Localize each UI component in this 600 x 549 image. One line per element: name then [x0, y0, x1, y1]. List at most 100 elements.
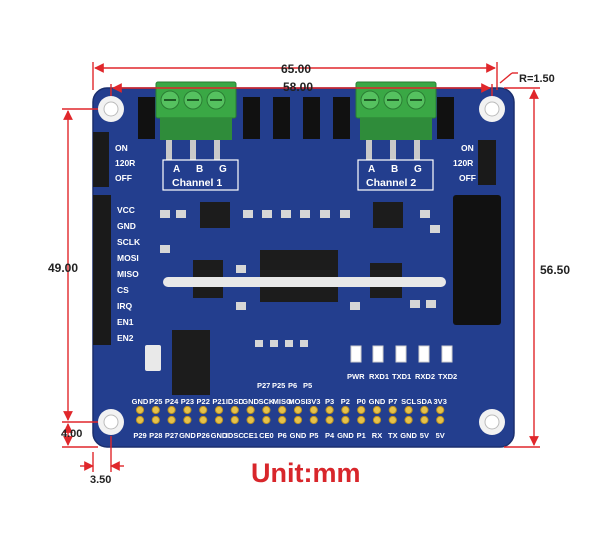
side-pin-label: SCLK: [117, 237, 141, 247]
header-pad: [325, 415, 334, 425]
header-top-label: P7: [388, 397, 397, 406]
header-bottom-label: 5V: [420, 431, 429, 440]
channel-2-label: Channel 2: [366, 177, 416, 189]
header-pad: [436, 405, 445, 415]
header-top-label: P3: [325, 397, 334, 406]
header-top-label: MISO: [273, 397, 292, 406]
led-label: PWR: [347, 372, 365, 381]
connector-right: [453, 195, 501, 325]
header-top-label: SDA: [416, 397, 432, 406]
dim-overall-width: 65.00: [281, 62, 311, 76]
header-pad: [404, 405, 413, 415]
header-bottom-label: 5V: [436, 431, 445, 440]
status-leds: [350, 345, 453, 363]
dimension-lines: [62, 62, 540, 472]
dim-hole-spacing-y: 49.00: [48, 261, 78, 275]
header-pad: [436, 415, 445, 425]
channel-2-silk: [357, 159, 434, 191]
middle-label: P27: [257, 381, 270, 390]
header-top-label: P0: [357, 397, 366, 406]
header-bottom-label: CE1: [243, 431, 258, 440]
header-top-label: P2: [341, 397, 350, 406]
header-top-label: P23: [181, 397, 194, 406]
header-top-label: P22: [197, 397, 210, 406]
header-top-label: P21: [212, 397, 225, 406]
middle-label: P5: [303, 381, 312, 390]
switch-left-mid: 120R: [115, 158, 135, 168]
middle-labels: P27 P25 P6 P5: [257, 381, 312, 390]
dim-corner-radius: R=1.50: [519, 73, 555, 85]
header-pad: [325, 405, 334, 415]
header-pad: [214, 405, 224, 415]
header-pad: [183, 405, 192, 415]
header-pad: [246, 415, 255, 425]
header-pad: [309, 405, 318, 415]
header-top-label: IDSD: [226, 397, 245, 406]
header-top-label: P24: [165, 397, 179, 406]
header-pad: [167, 405, 176, 415]
header-pad: [404, 415, 413, 425]
header-bottom-label: RX: [372, 431, 382, 440]
channel-1-a: A: [173, 164, 180, 175]
gpio-header-pads: [135, 405, 445, 425]
header-pad: [199, 415, 208, 425]
channel-1-label: Channel 1: [172, 177, 222, 189]
side-pin-label: GND: [117, 221, 136, 231]
channel-2-b: B: [391, 164, 398, 175]
header-top-label: GND: [242, 397, 259, 406]
header-pad: [230, 415, 239, 425]
header-pad: [341, 405, 350, 415]
header-top-label: 3V3: [307, 397, 320, 406]
header-bottom-label: P4: [325, 431, 335, 440]
dim-overall-height: 56.50: [540, 263, 570, 277]
header-bottom-label: GND: [337, 431, 354, 440]
switch-right-mid: 120R: [453, 158, 473, 168]
header-pad: [420, 405, 429, 415]
header-pad: [199, 405, 208, 415]
header-bottom-label: P1: [357, 431, 366, 440]
header-pad: [420, 415, 429, 425]
header-bottom-label: P5: [309, 431, 318, 440]
led-label: RXD2: [415, 372, 435, 381]
header-pad: [357, 405, 366, 415]
header-pad: [135, 405, 145, 415]
header-pad: [262, 405, 271, 415]
header-bottom-label: TX: [388, 431, 398, 440]
channel-1-b: B: [196, 164, 203, 175]
header-bottom-label: P29: [133, 431, 146, 440]
side-pin-label: EN1: [117, 317, 134, 327]
header-bottom-label: GND: [290, 431, 307, 440]
header-pad: [278, 405, 287, 415]
channel-1-g: G: [219, 164, 227, 175]
dim-hole-offset-y: 4.00: [61, 428, 82, 440]
header-pad: [388, 405, 397, 415]
header-bottom-label: P26: [197, 431, 210, 440]
header-top-label: MOSI: [288, 397, 307, 406]
switch-left-off: OFF: [115, 173, 132, 183]
channel-2-g: G: [414, 164, 422, 175]
header-pad: [357, 415, 366, 425]
header-top-label: SCL: [401, 397, 416, 406]
header-bottom-label: P28: [149, 431, 162, 440]
header-pad: [135, 415, 145, 425]
header-pad: [151, 405, 160, 415]
middle-label: P25: [272, 381, 285, 390]
header-bottom-label: GND: [211, 431, 228, 440]
header-bottom-label: GND: [179, 431, 196, 440]
unit-label: Unit:mm: [251, 458, 361, 488]
header-pad: [293, 405, 303, 415]
switch-left-on: ON: [115, 143, 128, 153]
header-pad: [388, 415, 397, 425]
header-top-label: 3V3: [434, 397, 447, 406]
side-pin-label: EN2: [117, 333, 134, 343]
top-diodes: [138, 97, 454, 139]
header-pad: [214, 415, 224, 425]
header-top-label: SCK: [258, 397, 274, 406]
side-pin-label: CS: [117, 285, 129, 295]
dim-hole-offset-x: 3.50: [90, 474, 111, 486]
switch-header-right: [478, 140, 496, 185]
led-label: TXD1: [392, 372, 411, 381]
middle-label: P6: [288, 381, 297, 390]
